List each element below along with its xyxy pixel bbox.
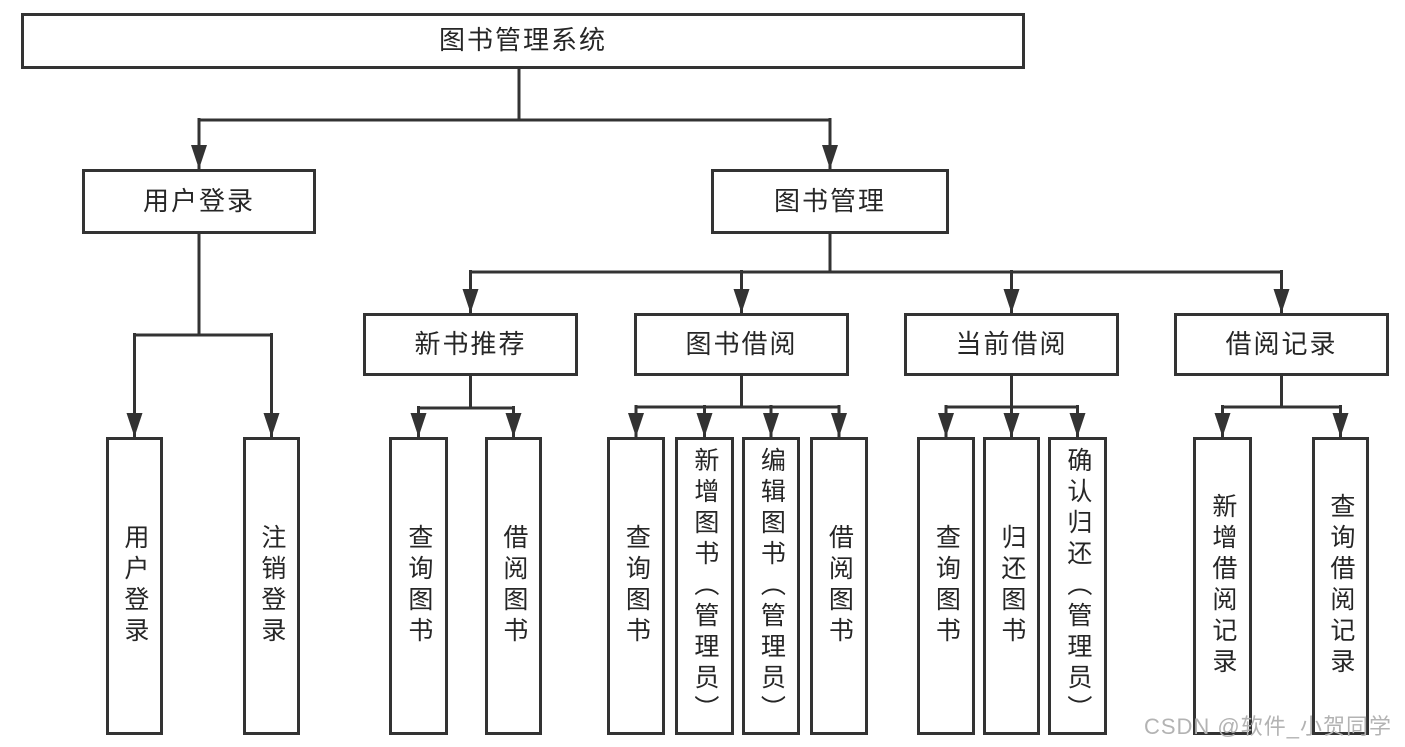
leaf-records-add-record: 新增借阅记录 [1193, 437, 1252, 735]
node-label: 借阅图书 [825, 524, 854, 648]
node-new-book-recommendation: 新书推荐 [363, 313, 578, 376]
node-label: 确认归还（管理员） [1063, 446, 1092, 726]
leaf-newbook-query-books: 查询图书 [389, 437, 448, 735]
node-label: 新增图书（管理员） [690, 446, 719, 726]
node-label: 图书管理 [773, 185, 886, 216]
node-label: 借阅图书 [499, 524, 528, 648]
node-label: 编辑图书（管理员） [757, 446, 786, 726]
node-root: 图书管理系统 [21, 13, 1025, 69]
leaf-records-query-record: 查询借阅记录 [1312, 437, 1369, 735]
leaf-borrowing-edit-books-admin: 编辑图书（管理员） [742, 437, 800, 735]
leaf-borrowing-add-books-admin: 新增图书（管理员） [675, 437, 734, 735]
leaf-logout: 注销登录 [243, 437, 300, 735]
node-user-login: 用户登录 [82, 169, 316, 234]
node-label: 当前借阅 [955, 328, 1068, 359]
node-label: 用户登录 [120, 524, 149, 648]
node-borrowing-records: 借阅记录 [1174, 313, 1389, 376]
leaf-borrowing-query-books: 查询图书 [607, 437, 665, 735]
leaf-login: 用户登录 [106, 437, 163, 735]
leaf-current-return-books: 归还图书 [983, 437, 1040, 735]
node-label: 借阅记录 [1225, 328, 1338, 359]
node-label: 新书推荐 [414, 328, 527, 359]
node-book-management: 图书管理 [711, 169, 949, 234]
node-label: 图书管理系统 [438, 25, 607, 56]
node-label: 查询图书 [622, 524, 651, 648]
node-label: 用户登录 [142, 185, 255, 216]
node-label: 查询图书 [932, 524, 961, 648]
node-label: 归还图书 [997, 524, 1026, 648]
leaf-current-confirm-return-admin: 确认归还（管理员） [1048, 437, 1107, 735]
node-label: 查询图书 [404, 524, 433, 648]
node-label: 新增借阅记录 [1208, 493, 1237, 679]
node-current-borrowing: 当前借阅 [904, 313, 1119, 376]
node-label: 注销登录 [257, 524, 286, 648]
csdn-watermark: CSDN @软件_小贺同学 [1143, 714, 1392, 739]
leaf-newbook-borrow-books: 借阅图书 [485, 437, 542, 735]
leaf-borrowing-borrow-books: 借阅图书 [810, 437, 868, 735]
node-label: 查询借阅记录 [1326, 493, 1355, 679]
node-book-borrowing: 图书借阅 [634, 313, 849, 376]
leaf-current-query-books: 查询图书 [917, 437, 975, 735]
node-label: 图书借阅 [685, 328, 798, 359]
